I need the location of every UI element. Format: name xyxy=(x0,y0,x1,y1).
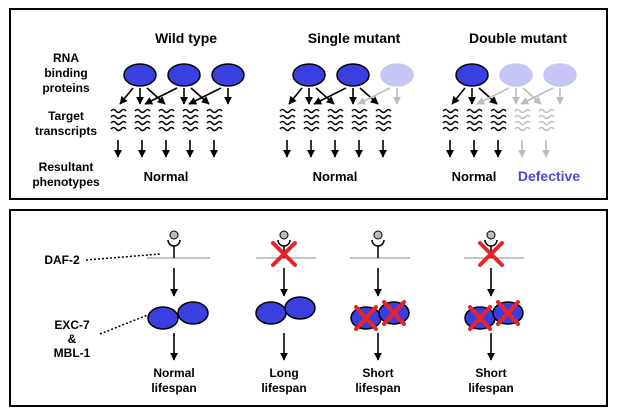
binding-arrow xyxy=(190,87,210,105)
label-ampersand: & xyxy=(68,332,77,346)
binding-arrow xyxy=(478,87,498,105)
protein-row xyxy=(123,63,577,87)
title-single-mutant: Single mutant xyxy=(308,30,401,46)
outcome-line1: Short xyxy=(475,366,506,380)
phenotype-normal-single: Normal xyxy=(313,169,358,184)
receptor-cup xyxy=(371,239,385,247)
protein-leader-line xyxy=(99,313,151,335)
rbp-protein-absent xyxy=(499,63,533,87)
bottom-panel: DAF-2 EXC-7 & MBL-1 Normal lifespan xyxy=(9,209,608,407)
binding-arrow-absent xyxy=(520,87,554,105)
rbp-protein xyxy=(292,63,326,87)
top-panel: RNA binding proteins Target transcripts … xyxy=(9,8,608,200)
title-double-mutant: Double mutant xyxy=(469,30,567,46)
rbp-protein xyxy=(167,63,201,87)
lifespan-column-3: Short lifespan xyxy=(350,230,410,395)
rbp-protein-absent xyxy=(380,63,414,87)
top-panel-border xyxy=(9,8,608,200)
phenotype-arrows xyxy=(114,140,550,158)
outcome-line1: Normal xyxy=(153,366,194,380)
binding-arrow xyxy=(359,87,379,105)
label-exc7: EXC-7 xyxy=(54,318,90,332)
mbl1-protein xyxy=(177,301,209,325)
outcome-line1: Long xyxy=(269,366,298,380)
label-phenotypes: phenotypes xyxy=(32,175,100,189)
transcript-group xyxy=(442,108,555,132)
binding-arrow xyxy=(315,87,335,105)
knockout-x-icon xyxy=(354,300,406,331)
receptor-ligand xyxy=(486,230,496,240)
outcome-line2: lifespan xyxy=(261,381,306,395)
label-binding: binding xyxy=(44,66,87,80)
bottom-panel-border xyxy=(9,209,608,407)
label-rna: RNA xyxy=(53,51,79,65)
daf2-leader-line xyxy=(85,253,161,261)
lifespan-column-1: Normal lifespan xyxy=(147,230,210,395)
label-mbl1: MBL-1 xyxy=(54,346,91,360)
receptor-cup xyxy=(167,239,181,247)
title-wild-type: Wild type xyxy=(155,30,217,46)
lifespan-column-4: Short lifespan xyxy=(464,230,524,395)
transcript-group xyxy=(279,108,392,132)
phenotype-defective: Defective xyxy=(518,168,580,184)
lifespan-column-2: Long lifespan xyxy=(255,230,316,395)
binding-arrow-absent xyxy=(357,87,391,105)
receptor-ligand xyxy=(279,230,289,240)
mbl1-protein xyxy=(284,296,316,320)
binding-arrow xyxy=(188,87,222,105)
binding-arrow xyxy=(451,87,466,105)
binding-arrow xyxy=(288,87,303,105)
binding-arrow xyxy=(144,87,178,105)
rbp-protein xyxy=(455,63,489,87)
transcript-group xyxy=(110,108,223,132)
binding-arrow xyxy=(313,87,347,105)
outcome-line1: Short xyxy=(362,366,393,380)
exc7-protein xyxy=(255,301,287,325)
label-transcripts: transcripts xyxy=(35,124,97,138)
transcripts xyxy=(110,108,555,132)
label-target: Target xyxy=(48,109,84,123)
binding-arrow xyxy=(146,87,166,105)
receptor-cup xyxy=(277,239,291,247)
phenotype-normal-wt: Normal xyxy=(144,169,189,184)
rbp-protein xyxy=(211,63,245,87)
binding-arrow-absent xyxy=(522,87,542,105)
label-resultant: Resultant xyxy=(39,160,94,174)
outcome-line2: lifespan xyxy=(151,381,196,395)
knockout-x-icon xyxy=(478,241,504,267)
rbp-protein xyxy=(336,63,370,87)
phenotype-normal-double: Normal xyxy=(452,169,497,184)
outcome-line2: lifespan xyxy=(355,381,400,395)
receptor-ligand xyxy=(373,230,383,240)
rbp-protein xyxy=(123,63,157,87)
outcome-line2: lifespan xyxy=(468,381,513,395)
receptor-cup xyxy=(484,239,498,247)
binding-arrows xyxy=(119,87,564,105)
exc7-protein xyxy=(147,306,179,330)
knockout-x-icon xyxy=(468,300,520,331)
binding-arrow-absent xyxy=(476,87,510,105)
rbp-protein-absent xyxy=(543,63,577,87)
label-daf2: DAF-2 xyxy=(44,253,80,267)
label-proteins: proteins xyxy=(42,81,90,95)
knockout-x-icon xyxy=(271,241,297,267)
binding-arrow xyxy=(119,87,134,105)
receptor-ligand xyxy=(169,230,179,240)
